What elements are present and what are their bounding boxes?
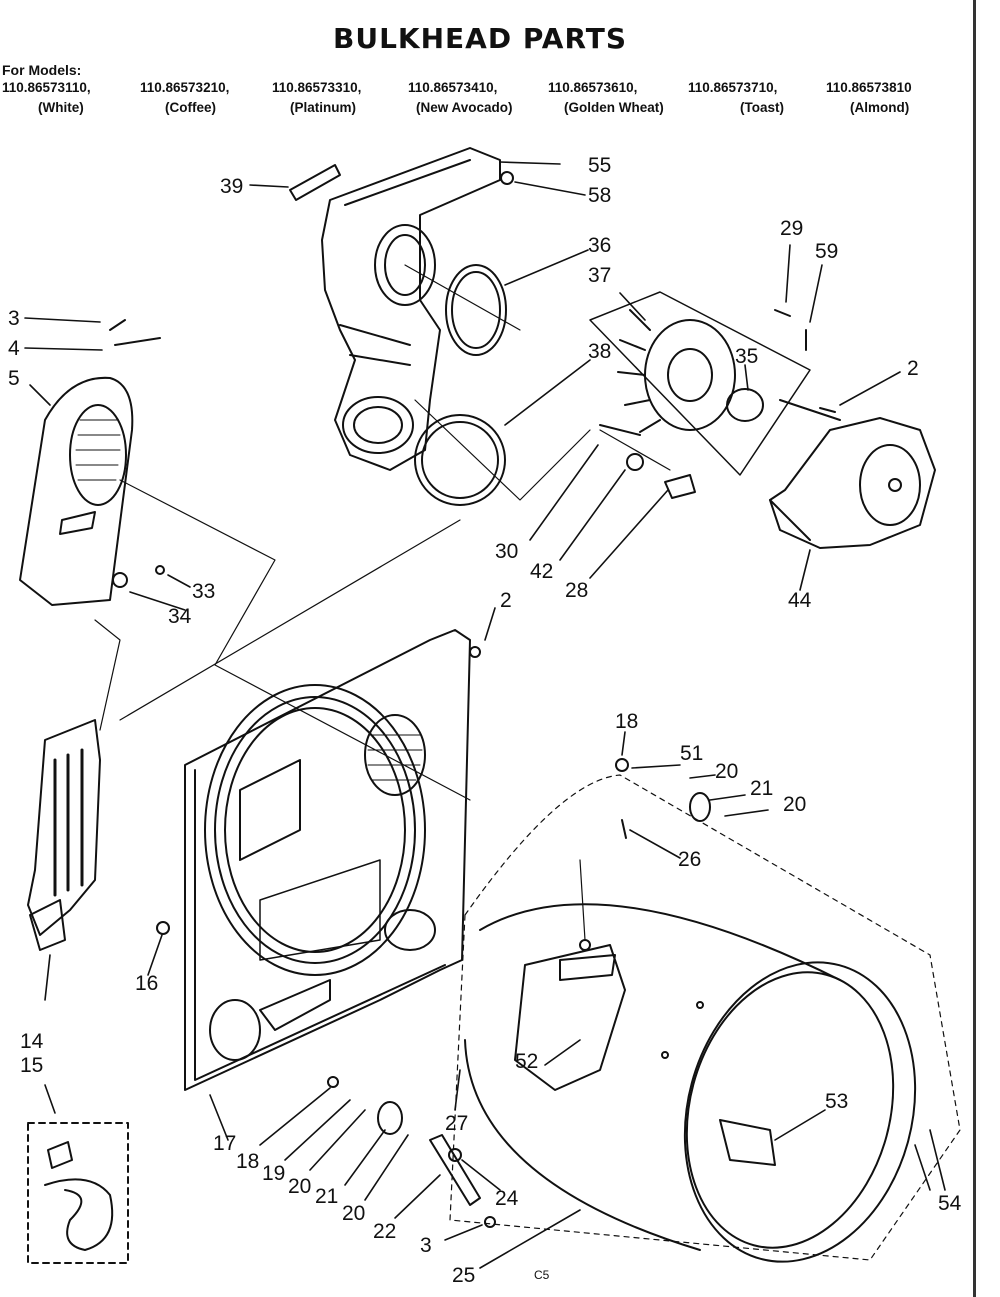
part-label: 25	[452, 1264, 475, 1287]
bulkhead-panel-drawing	[156, 629, 481, 1091]
model-color: (New Avocado)	[416, 100, 513, 115]
part-label: 20	[783, 793, 806, 816]
model-number: 110.86573810	[826, 80, 912, 95]
part-label: 33	[192, 580, 215, 603]
part-label: 26	[678, 848, 701, 871]
part-label: 53	[825, 1090, 848, 1113]
blower-assembly-drawing	[589, 291, 936, 549]
part-label: 18	[236, 1150, 259, 1173]
model-number: 110.86573610,	[548, 80, 638, 95]
part-label: 28	[565, 579, 588, 602]
model-color: (Golden Wheat)	[564, 100, 664, 115]
model-color: (White)	[38, 100, 84, 115]
model-color: (Platinum)	[290, 100, 356, 115]
part-label: 36	[588, 234, 611, 257]
part-label: 55	[588, 154, 611, 177]
part-label: 20	[288, 1175, 311, 1198]
part-label: 20	[715, 760, 738, 783]
model-color: (Almond)	[850, 100, 910, 115]
part-label: 37	[588, 264, 611, 287]
page-title: BULKHEAD PARTS	[332, 22, 628, 55]
part-label: 14	[20, 1030, 44, 1053]
part-label: 54	[938, 1192, 962, 1215]
rear-duct-drawing	[321, 147, 501, 471]
part-label: 20	[342, 1202, 365, 1225]
part-label: 2	[907, 357, 919, 380]
gasket-38	[414, 414, 506, 506]
page-edge	[973, 0, 986, 1297]
part-label: 19	[262, 1162, 285, 1185]
part-label: 29	[780, 217, 803, 240]
footer-code: C5	[534, 1268, 550, 1282]
part-label: 42	[530, 560, 553, 583]
leader-lines	[24, 161, 946, 1269]
part-label: 16	[135, 972, 158, 995]
model-color: (Coffee)	[165, 100, 216, 115]
front-duct-cover-drawing	[19, 319, 165, 606]
drum-drawing	[327, 758, 961, 1263]
part-label: 21	[315, 1185, 338, 1208]
model-number: 110.86573210,	[140, 80, 230, 95]
part-label: 44	[788, 589, 812, 612]
model-number: 110.86573710,	[688, 80, 778, 95]
part-label: 3	[420, 1234, 432, 1257]
heater-drawing	[27, 719, 101, 951]
part-39	[289, 164, 341, 201]
model-number: 110.86573410,	[408, 80, 498, 95]
part-label: 3	[8, 307, 20, 330]
part-label: 58	[588, 184, 611, 207]
part-label: 4	[8, 337, 20, 360]
part-label: 27	[445, 1112, 468, 1135]
part-label: 52	[515, 1050, 538, 1073]
part-label: 39	[220, 175, 243, 198]
part-label: 15	[20, 1054, 43, 1077]
part-label: 18	[615, 710, 638, 733]
part-label: 21	[750, 777, 773, 800]
part-label: 34	[168, 605, 192, 628]
part-label: 2	[500, 589, 512, 612]
part-labels: 39 55 58 36 37 38 29 59 35 2 3 4 5 33 34…	[8, 154, 962, 1287]
kit-15-box	[27, 1122, 129, 1264]
part-label: 30	[495, 540, 518, 563]
models-label: For Models:	[2, 62, 82, 78]
part-label: 5	[8, 367, 20, 390]
part-label: 51	[680, 742, 703, 765]
part-label: 24	[495, 1187, 519, 1210]
assembly-lines	[94, 264, 671, 941]
gasket-36	[445, 264, 507, 356]
part-label: 22	[373, 1220, 396, 1243]
part-label: 17	[213, 1132, 236, 1155]
model-color: (Toast)	[740, 100, 784, 115]
model-number: 110.86573110,	[2, 80, 91, 95]
part-label: 35	[735, 345, 758, 368]
part-label: 59	[815, 240, 838, 263]
part-label: 38	[588, 340, 611, 363]
model-number: 110.86573310,	[272, 80, 362, 95]
